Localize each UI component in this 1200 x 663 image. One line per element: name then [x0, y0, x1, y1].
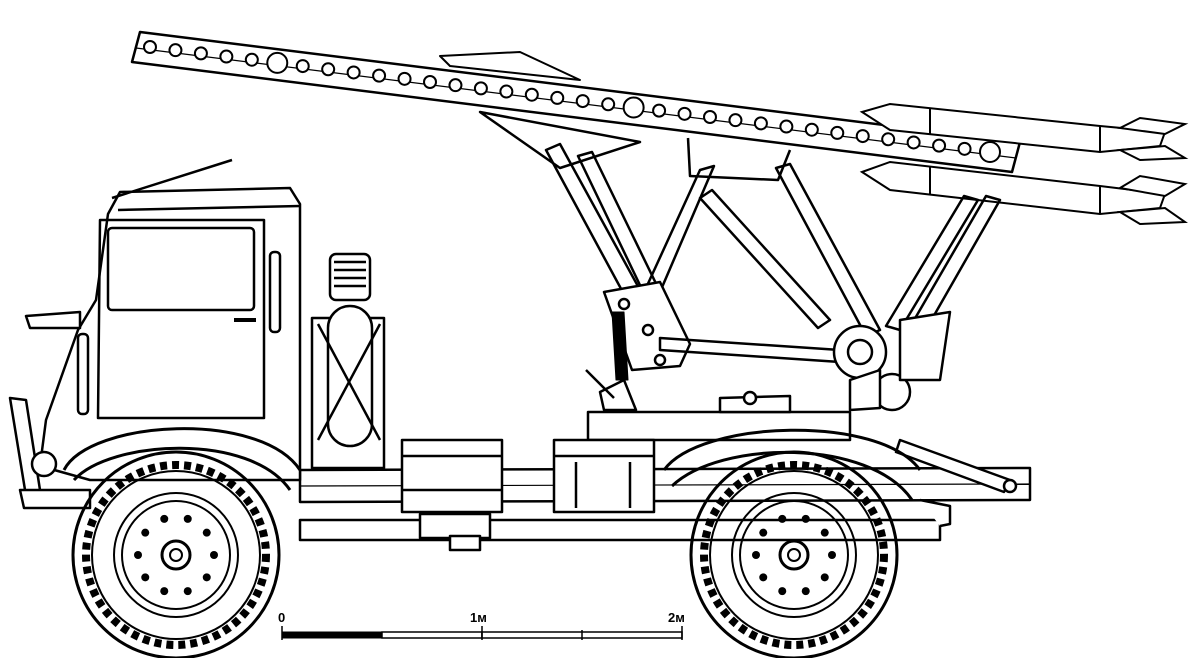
- rocket-lower: [859, 160, 1188, 226]
- rail-hole: [753, 116, 768, 131]
- rail-hole: [804, 122, 819, 137]
- rail-hole: [881, 132, 896, 147]
- rail-hole: [906, 135, 921, 150]
- rail-hole: [143, 40, 157, 54]
- rail-hole: [423, 75, 437, 89]
- front-wheel: [73, 452, 279, 658]
- lug-bolt: [134, 551, 142, 559]
- launcher-support-frame: [478, 110, 1002, 412]
- rail-hole: [473, 81, 488, 96]
- rail-hole: [397, 71, 412, 86]
- rail-hole: [448, 78, 463, 93]
- rail-hole: [677, 106, 692, 121]
- rail-hole: [372, 68, 387, 83]
- rail-hole: [855, 129, 870, 144]
- lug-bolt: [160, 587, 169, 596]
- rail-hole: [499, 84, 514, 99]
- lug-bolt: [202, 528, 211, 537]
- rail-holes: [143, 40, 1001, 163]
- lug-bolt: [141, 528, 150, 537]
- lug-bolt: [778, 587, 787, 596]
- front-wheel-lugs: [134, 514, 218, 596]
- rail-hole: [830, 125, 845, 140]
- scale-label-2m: 2м: [668, 610, 685, 625]
- lug-bolt: [141, 573, 150, 582]
- lug-bolt: [160, 514, 169, 523]
- rail-hole: [321, 62, 336, 77]
- rail-hole: [219, 49, 234, 64]
- lug-bolt: [801, 514, 810, 523]
- rail-hole: [193, 46, 208, 61]
- side-stowage-boxes: [400, 438, 656, 552]
- spare-tank: [310, 252, 386, 470]
- rail-hole: [703, 110, 717, 124]
- scale-label-0: 0: [278, 610, 285, 625]
- rail-hole: [622, 96, 645, 119]
- rail-hole: [244, 52, 259, 67]
- lug-bolt: [183, 514, 192, 523]
- rail-hole: [346, 65, 361, 80]
- rail-hole: [168, 43, 183, 58]
- lug-bolt: [210, 551, 218, 559]
- rail-hole: [575, 94, 590, 109]
- scale-bar: [281, 626, 683, 640]
- rail-hole: [295, 59, 310, 74]
- rail-hole: [979, 141, 1001, 163]
- rear-wheel-lugs: [752, 514, 836, 596]
- lug-bolt: [759, 573, 768, 582]
- lug-bolt: [759, 528, 768, 537]
- lug-bolt: [801, 587, 810, 596]
- lug-bolt: [820, 573, 829, 582]
- rail-hole: [728, 113, 743, 128]
- lug-bolt: [820, 528, 829, 537]
- rocket-upper: [859, 102, 1189, 162]
- truck-cab: [8, 158, 302, 510]
- rail-hole: [266, 51, 289, 74]
- rail-hole: [550, 90, 565, 105]
- rail-hole: [524, 87, 539, 102]
- rail-hole: [652, 103, 667, 118]
- rail-hole: [779, 119, 794, 134]
- scale-label-1m: 1м: [470, 610, 487, 625]
- lug-bolt: [828, 551, 836, 559]
- lug-bolt: [778, 514, 787, 523]
- rear-wheel: [691, 452, 897, 658]
- rail-hole: [957, 141, 972, 156]
- launcher-platform: [585, 369, 852, 442]
- rail-hole: [601, 97, 616, 112]
- lug-bolt: [202, 573, 211, 582]
- lug-bolt: [752, 551, 760, 559]
- lug-bolt: [183, 587, 192, 596]
- rail-hole: [932, 138, 947, 153]
